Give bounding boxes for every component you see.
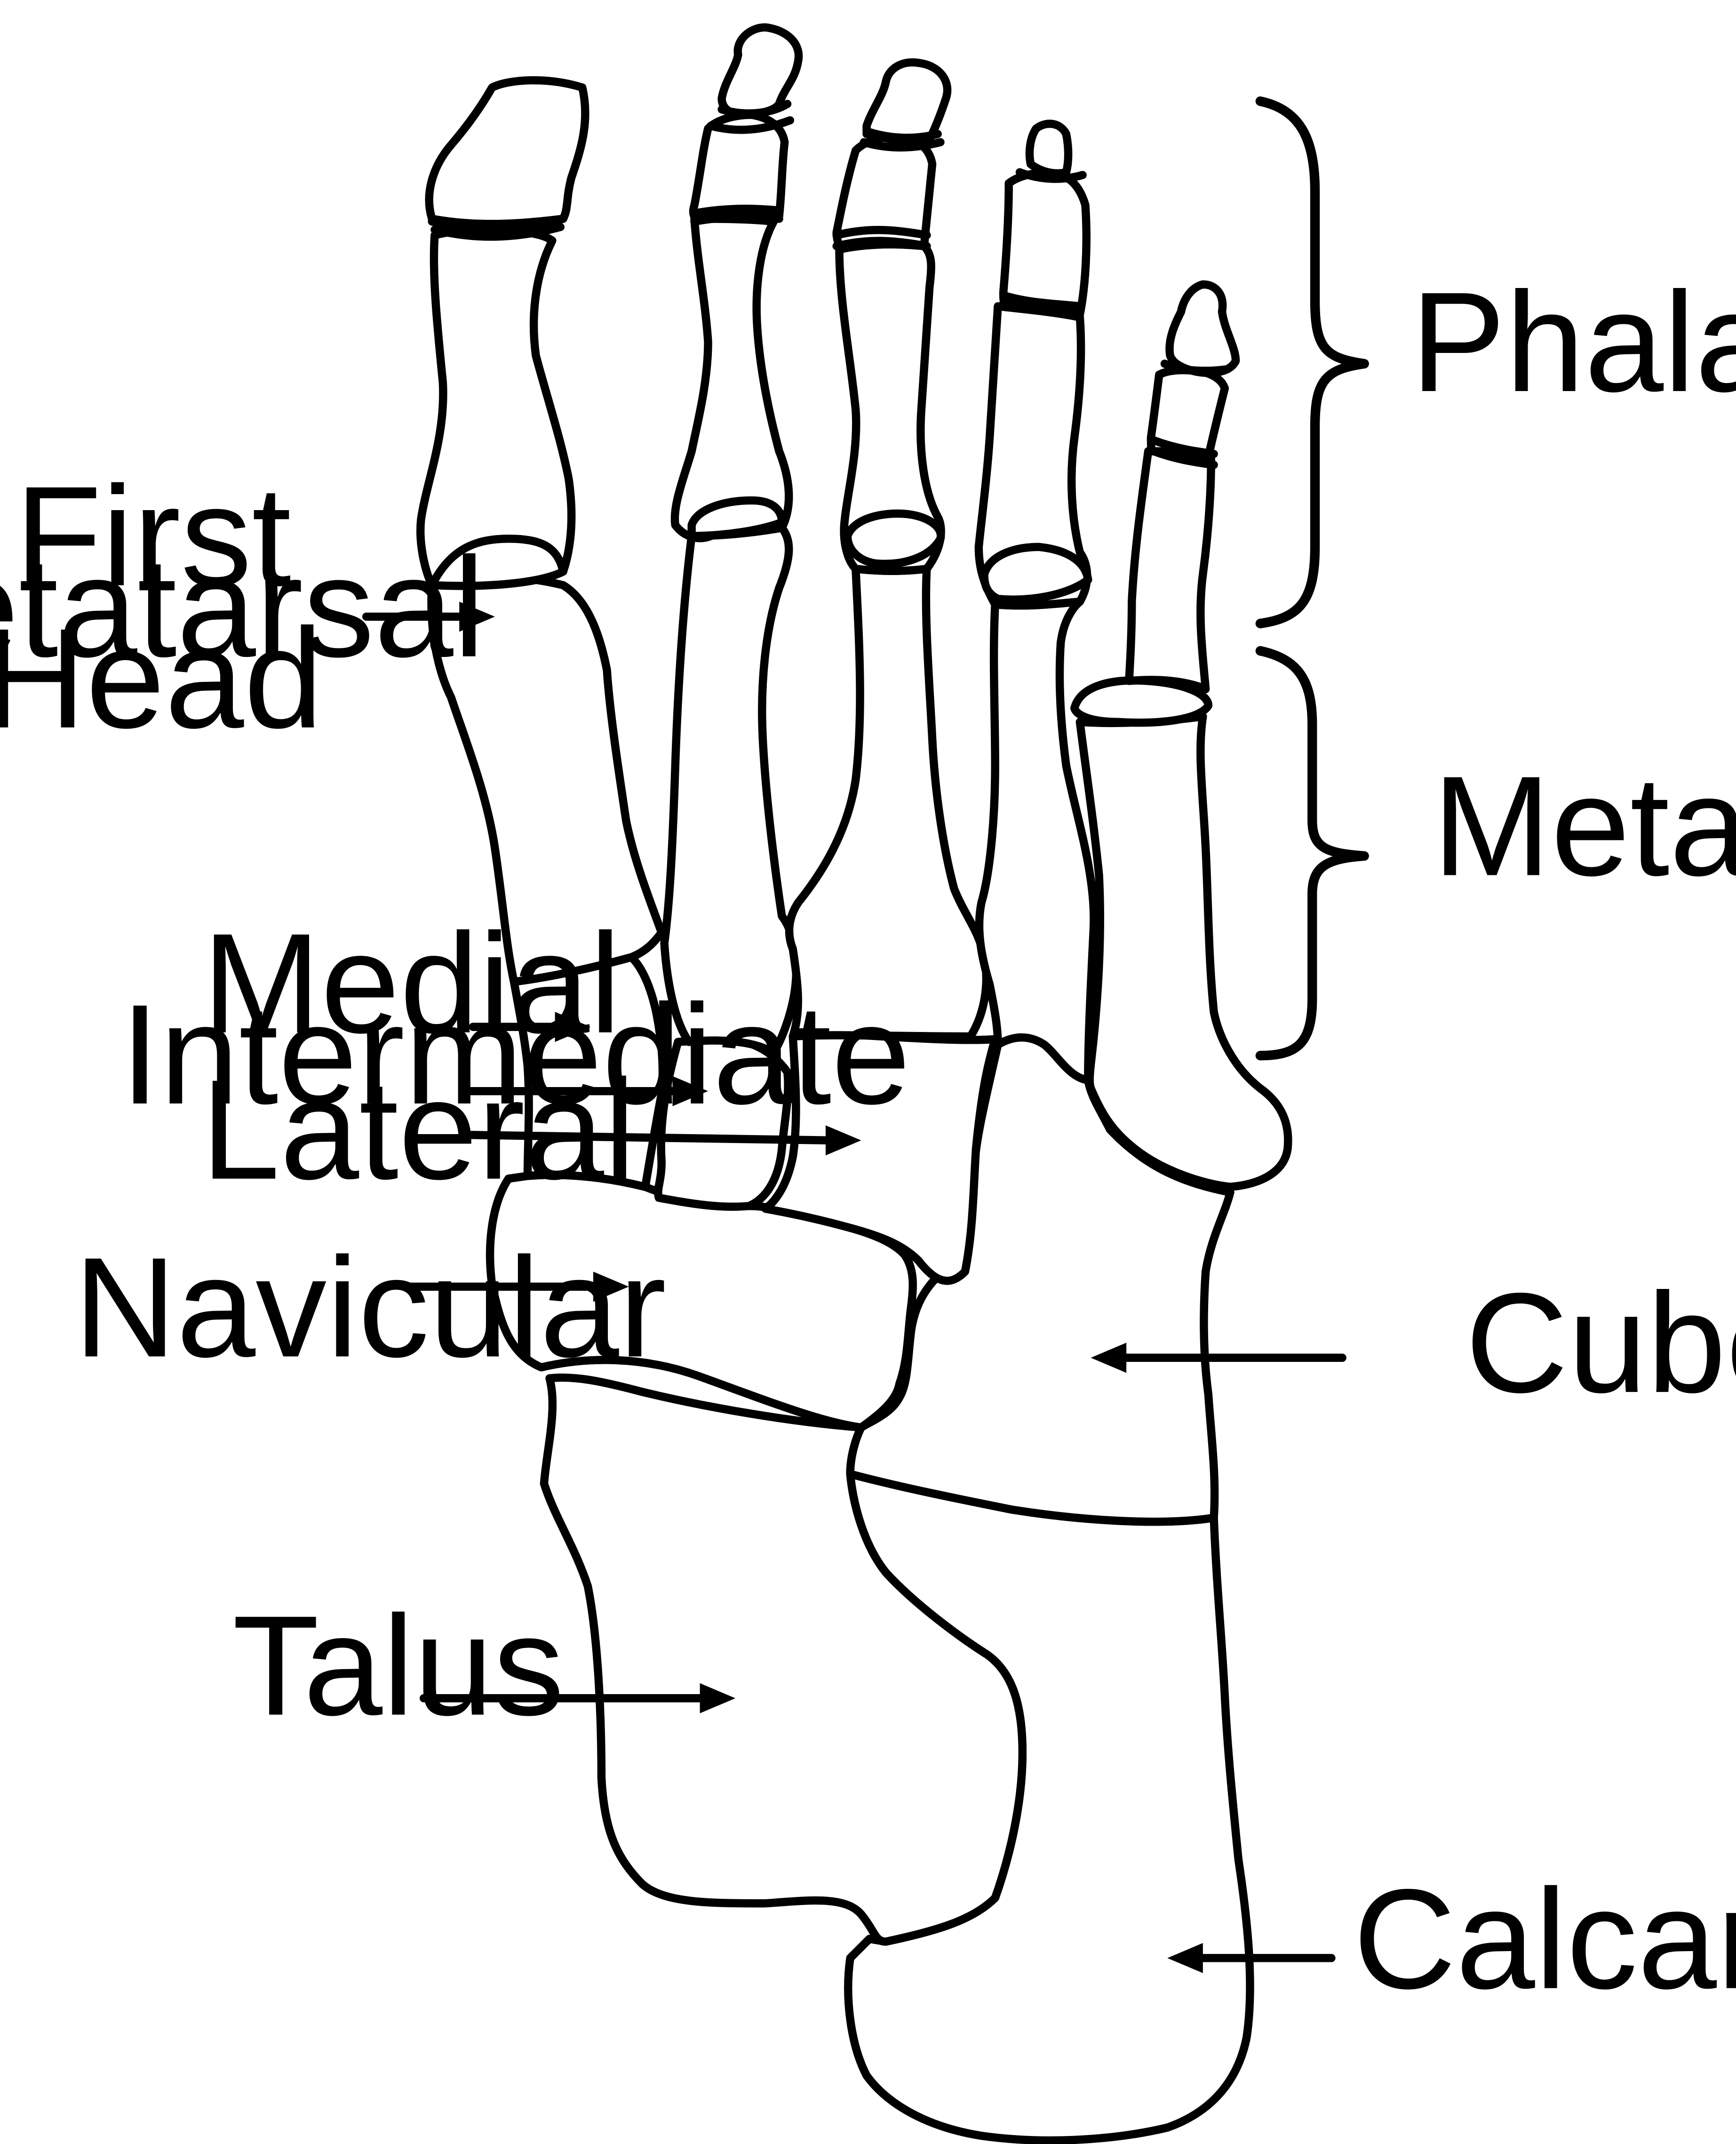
talus-label: Talus	[232, 1586, 564, 1745]
third-metatarsal-bone	[789, 569, 987, 1037]
lateral-label: Lateral	[201, 1050, 636, 1209]
third-distal-phalanx	[867, 63, 947, 141]
fourth-metatarsal-head	[984, 547, 1088, 600]
fourth-metatarsal-bone	[979, 601, 1093, 1080]
second-metatarsal-head	[692, 500, 782, 536]
metatarsals-label: Metatarsals	[1433, 747, 1736, 906]
calcaneous-label: Calcaneous	[1353, 1860, 1736, 2019]
second-metatarsal-bone	[664, 528, 796, 1053]
fourth-toe-tip	[1029, 124, 1068, 173]
first-metatarsal-head-label-line3: Head	[0, 599, 323, 758]
phalanges-brace	[1260, 101, 1364, 624]
phalanges-label: Phalanges	[1410, 263, 1736, 422]
navicular-label: Navicular	[74, 1228, 666, 1387]
fifth-metatarsal-bone	[1080, 717, 1288, 1187]
cuboid-label: Cuboid	[1465, 1264, 1736, 1423]
metatarsals-brace	[1260, 651, 1364, 1056]
fourth-distal-phalanx	[1003, 172, 1087, 314]
hallux-distal-phalanx	[429, 80, 585, 224]
second-proximal-phalanx	[675, 219, 788, 538]
second-pip-joint-2	[694, 217, 779, 222]
fifth-proximal-phalanx	[1129, 451, 1211, 689]
fifth-distal-phalanx	[1170, 284, 1236, 373]
second-pip-joint	[694, 209, 779, 214]
braces	[1260, 101, 1364, 1056]
third-metatarsal-head	[847, 513, 940, 564]
